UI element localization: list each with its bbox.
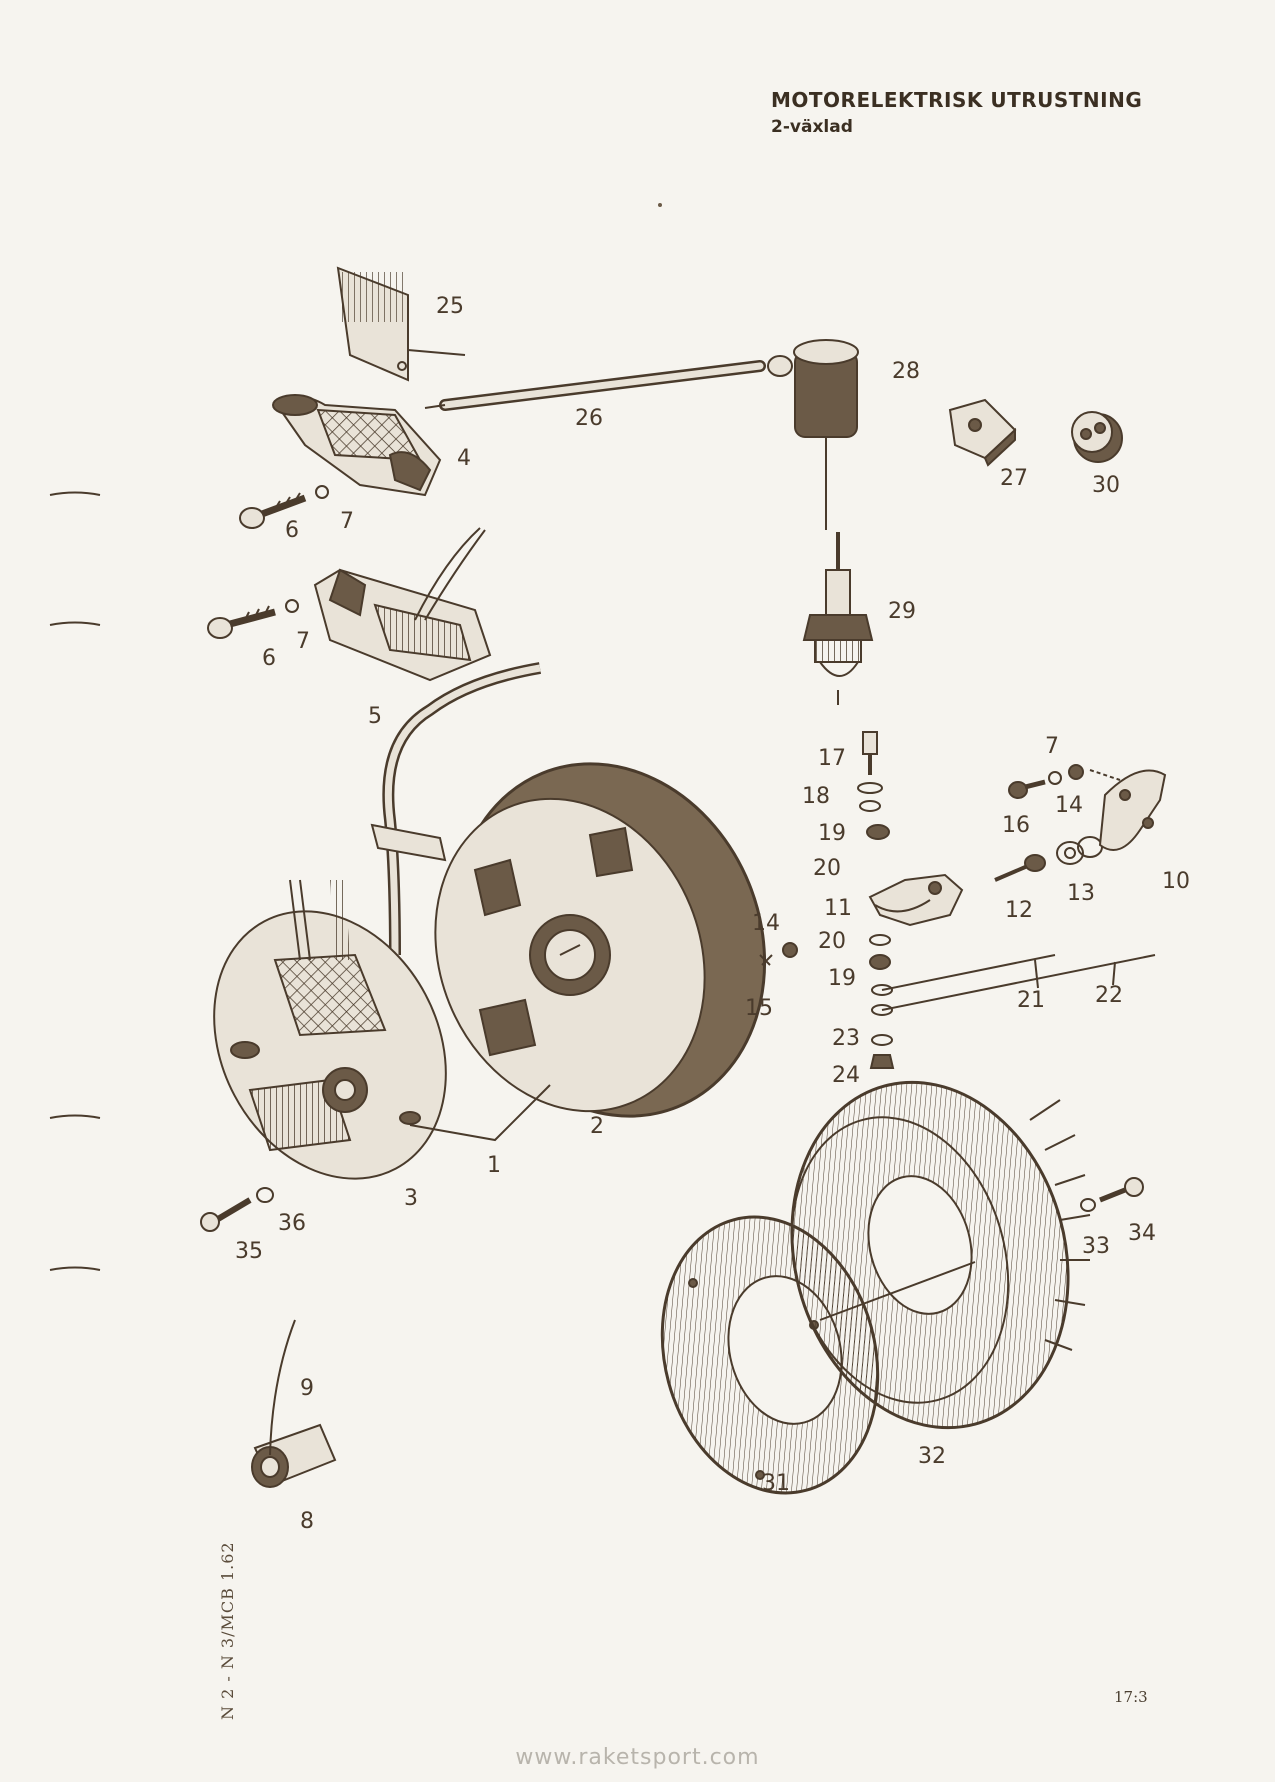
callout-14-middle: 14 bbox=[752, 911, 780, 936]
part-2-flywheel-rotor bbox=[434, 762, 767, 1118]
callout-28: 28 bbox=[892, 359, 920, 384]
part-26-ht-lead bbox=[424, 360, 766, 411]
callout-2: 2 bbox=[590, 1114, 604, 1139]
part-12-13-pivot-pin-washer bbox=[994, 836, 1103, 882]
callout-10: 10 bbox=[1162, 869, 1190, 894]
callout-1: 1 bbox=[487, 1153, 501, 1178]
callout-11: 11 bbox=[824, 896, 852, 921]
callout-13: 13 bbox=[1067, 881, 1095, 906]
stator-wire-loop bbox=[370, 662, 542, 956]
callout-8: 8 bbox=[300, 1509, 314, 1534]
callout-31: 31 bbox=[762, 1471, 790, 1496]
callout-15: 15 bbox=[745, 996, 773, 1021]
callout-20-lower: 20 bbox=[818, 929, 846, 954]
callout-34: 34 bbox=[1128, 1221, 1156, 1246]
callout-36: 36 bbox=[278, 1211, 306, 1236]
part-5-lighting-coil bbox=[313, 527, 492, 682]
callout-24: 24 bbox=[832, 1063, 860, 1088]
callout-17: 17 bbox=[818, 746, 846, 771]
callout-3: 3 bbox=[404, 1186, 418, 1211]
callout-9: 9 bbox=[300, 1376, 314, 1401]
part-14-15-pivot-clip bbox=[759, 942, 798, 966]
part-35-36-screw-washer bbox=[200, 1187, 274, 1232]
page-number: 17:3 bbox=[1114, 1688, 1148, 1706]
callout-14-right: 14 bbox=[1055, 793, 1083, 818]
callout-16: 16 bbox=[1002, 813, 1030, 838]
part-28-plug-cap bbox=[767, 339, 859, 530]
callout-5: 5 bbox=[368, 704, 382, 729]
callout-12: 12 bbox=[1005, 898, 1033, 923]
callout-25: 25 bbox=[436, 294, 464, 319]
part-29-spark-plug bbox=[802, 532, 874, 705]
part-16-14-7-screw-group bbox=[1008, 764, 1084, 799]
callout-7-middle: 7 bbox=[296, 629, 310, 654]
binder-hole-marks bbox=[49, 491, 101, 1271]
callout-6-upper: 6 bbox=[285, 518, 299, 543]
part-3-stator-plate bbox=[213, 879, 447, 1180]
part-32-cooling-fan bbox=[790, 1080, 1091, 1430]
callout-21: 21 bbox=[1017, 988, 1045, 1013]
callout-26: 26 bbox=[575, 406, 603, 431]
callout-19-lower: 19 bbox=[828, 966, 856, 991]
part-10-contact-plate bbox=[1089, 769, 1167, 851]
callout-20-upper: 20 bbox=[813, 856, 841, 881]
part-11-breaker-arm bbox=[868, 873, 964, 927]
callout-23: 23 bbox=[832, 1026, 860, 1051]
page-title: MOTORELEKTRISK UTRUSTNING bbox=[771, 88, 1143, 112]
callout-30: 30 bbox=[1092, 473, 1120, 498]
part-27-cable-clip bbox=[948, 398, 1017, 467]
part-6-7-screw-washer-middle bbox=[207, 599, 299, 639]
part-33-34-screw-washer bbox=[1080, 1177, 1144, 1212]
callout-35: 35 bbox=[235, 1239, 263, 1264]
document-code: N 2 - N 3/MCB 1.62 bbox=[218, 1541, 237, 1720]
parts-17-24-terminal-stack bbox=[857, 731, 895, 1069]
callout-27: 27 bbox=[1000, 466, 1028, 491]
part-6-7-screw-washer-upper bbox=[239, 485, 329, 529]
part-4-ignition-coil bbox=[272, 394, 442, 497]
leader-lines-1 bbox=[409, 1084, 551, 1142]
callout-32: 32 bbox=[918, 1444, 946, 1469]
callout-19-upper: 19 bbox=[818, 821, 846, 846]
callout-18: 18 bbox=[802, 784, 830, 809]
part-30-grommet bbox=[1071, 411, 1123, 463]
callout-29: 29 bbox=[888, 599, 916, 624]
page-subtitle: 2-växlad bbox=[771, 117, 853, 137]
callout-6-middle: 6 bbox=[262, 646, 276, 671]
part-25-cover-plate bbox=[336, 266, 466, 382]
callout-33: 33 bbox=[1082, 1234, 1110, 1259]
part-8-9-capacitor bbox=[251, 1319, 337, 1488]
callout-4: 4 bbox=[457, 446, 471, 471]
callout-7-upper: 7 bbox=[340, 509, 354, 534]
callout-22: 22 bbox=[1095, 983, 1123, 1008]
part-21-22-wires bbox=[881, 954, 1156, 1011]
callout-labels: 1 2 3 4 5 6 6 7 7 7 8 9 10 11 12 13 14 1… bbox=[235, 294, 1190, 1534]
watermark-url: www.raketsport.com bbox=[515, 1745, 760, 1770]
callout-7-right: 7 bbox=[1045, 734, 1059, 759]
